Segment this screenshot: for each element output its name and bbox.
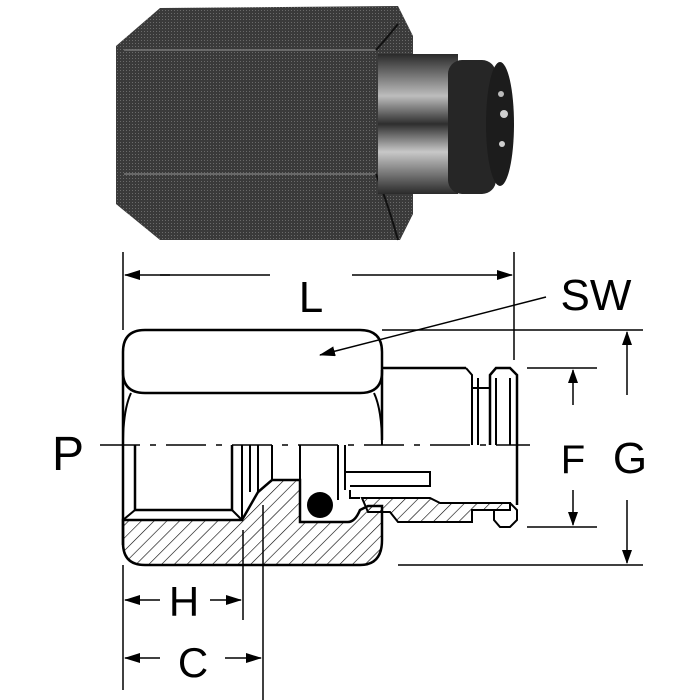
dimension-hex-height: G	[382, 329, 647, 566]
stem-photo	[378, 54, 458, 194]
label-F: F	[561, 438, 585, 482]
label-C: C	[178, 639, 208, 686]
label-SW: SW	[561, 271, 632, 320]
leader-wrench-size: SW	[319, 271, 632, 357]
dimension-length: L	[122, 252, 515, 360]
fitting-photo-illustration	[116, 6, 514, 241]
hex-body-photo	[116, 6, 413, 240]
leader-arrow-icon	[319, 296, 547, 357]
dimension-tube-diameter: F	[527, 367, 597, 528]
hex-flat-upper	[121, 328, 384, 395]
dimension-total-depth: C	[124, 505, 264, 700]
fitting-section	[121, 328, 519, 567]
label-P: P	[52, 428, 84, 481]
label-L: L	[299, 273, 323, 322]
collet-hatched	[360, 497, 511, 523]
hatched-wall	[121, 478, 384, 567]
dimension-thread-depth: H	[122, 530, 244, 690]
collet-sleeve	[345, 471, 431, 487]
label-H: H	[169, 578, 199, 625]
release-collet-photo	[448, 60, 496, 194]
product-photo	[108, 4, 520, 244]
o-ring	[307, 492, 333, 518]
label-G: G	[613, 434, 647, 483]
thread-bore	[133, 445, 234, 512]
